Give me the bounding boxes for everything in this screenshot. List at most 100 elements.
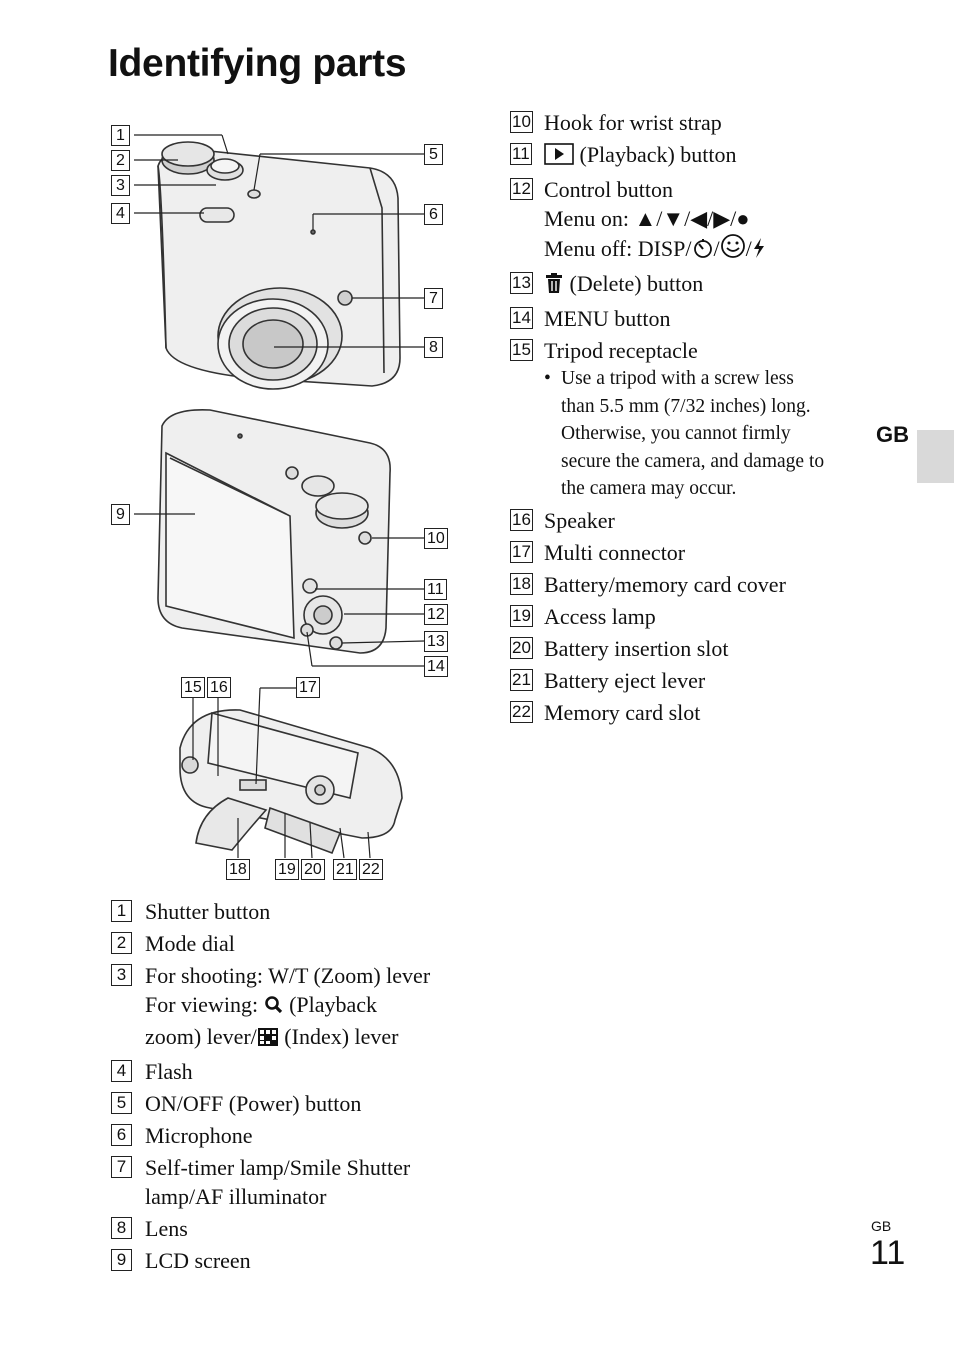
item-text-line: (Playback) button xyxy=(544,140,890,172)
separator: / xyxy=(745,236,752,261)
item-text: Battery eject lever xyxy=(544,667,706,693)
callout-12: 12 xyxy=(424,604,448,625)
item-number: 9 xyxy=(111,1249,132,1271)
item-number: 7 xyxy=(111,1156,132,1178)
list-item: 7 Self-timer lamp/Smile Shutter lamp/AF … xyxy=(111,1153,481,1211)
callout-1: 1 xyxy=(111,125,130,146)
index-grid-icon xyxy=(257,1025,279,1054)
parts-list-right: 10 Hook for wrist strap 11 (Playback) bu… xyxy=(510,105,890,727)
list-item: 22 Memory card slot xyxy=(510,698,890,727)
callout-13: 13 xyxy=(424,631,448,652)
note-line: the camera may occur. xyxy=(561,478,737,499)
list-item: 10 Hook for wrist strap xyxy=(510,108,890,137)
callout-9: 9 xyxy=(111,504,130,525)
list-item: 9 LCD screen xyxy=(111,1246,481,1275)
item-text: Battery/memory card cover xyxy=(544,571,786,597)
item-text-line: (Delete) button xyxy=(544,269,890,301)
item-number: 5 xyxy=(111,1092,132,1114)
callout-20: 20 xyxy=(301,859,325,880)
note-line: than 5.5 mm (7/32 inches) long. xyxy=(561,395,811,417)
magnifier-icon xyxy=(264,993,284,1022)
list-item: 3 For shooting: W/T (Zoom) lever For vie… xyxy=(111,961,481,1054)
callout-18: 18 xyxy=(226,859,250,880)
list-item: 15 Tripod receptacle Use a tripod with a… xyxy=(510,336,890,503)
item-text: Mode dial xyxy=(145,931,235,956)
callout-11: 11 xyxy=(424,579,447,600)
item-number: 17 xyxy=(510,540,533,563)
callout-21: 21 xyxy=(333,859,357,880)
item-text: Access lamp xyxy=(544,603,656,629)
item-number: 2 xyxy=(111,932,132,954)
item-number: 4 xyxy=(111,1060,132,1082)
note-bullet: Use a tripod with a screw less than 5.5 … xyxy=(544,365,890,503)
list-item: 21 Battery eject lever xyxy=(510,666,890,695)
list-item: 16 Speaker xyxy=(510,506,890,535)
callout-10: 10 xyxy=(424,528,448,549)
item-text: Flash xyxy=(145,1059,193,1084)
item-number: 18 xyxy=(510,572,533,595)
item-text: For shooting: W/T (Zoom) lever xyxy=(145,963,431,988)
self-timer-icon xyxy=(692,237,714,266)
footer-language: GB xyxy=(871,1218,892,1234)
callout-14: 14 xyxy=(424,656,448,677)
smile-icon xyxy=(720,233,746,266)
item-number: 14 xyxy=(510,307,533,329)
callout-15: 15 xyxy=(181,677,205,698)
camera-illustration xyxy=(134,134,425,859)
item-number: 12 xyxy=(510,178,533,200)
item-text: Microphone xyxy=(145,1123,253,1148)
note-line: Use a tripod with a screw less xyxy=(561,368,794,389)
item-number: 1 xyxy=(111,900,132,922)
camera-parts-figure: 1 2 3 4 5 6 7 8 9 10 11 12 13 14 15 16 1… xyxy=(100,108,470,898)
item-number: 16 xyxy=(510,508,533,531)
list-item: 6 Microphone xyxy=(111,1121,481,1150)
item-text: Tripod receptacle xyxy=(544,338,698,363)
item-number: 6 xyxy=(111,1124,132,1146)
callout-16: 16 xyxy=(207,677,231,698)
zoom-lever-text: zoom) lever/ xyxy=(145,1024,257,1049)
item-text: Hook for wrist strap xyxy=(544,110,722,135)
callout-19: 19 xyxy=(275,859,299,880)
item-number: 15 xyxy=(510,339,533,361)
list-item: 2 Mode dial xyxy=(111,929,481,958)
trash-icon xyxy=(544,272,564,301)
callout-5: 5 xyxy=(424,144,443,165)
playback-icon xyxy=(544,143,574,172)
callout-6: 6 xyxy=(424,204,443,225)
list-item: 4 Flash xyxy=(111,1057,481,1086)
item-text: MENU button xyxy=(544,306,671,331)
item-text: Control button xyxy=(544,177,673,202)
item-text-index: zoom) lever/ (Index) lever xyxy=(145,1022,481,1054)
separator: / xyxy=(713,236,720,261)
item-number: 22 xyxy=(510,700,533,723)
callout-17: 17 xyxy=(296,677,320,698)
item-number: 3 xyxy=(111,964,132,986)
item-text: Speaker xyxy=(544,507,615,533)
item-text: Lens xyxy=(145,1216,188,1241)
index-lever-text: (Index) lever xyxy=(284,1024,399,1049)
list-item: 5 ON/OFF (Power) button xyxy=(111,1089,481,1118)
item-text: ON/OFF (Power) button xyxy=(145,1091,362,1116)
callout-4: 4 xyxy=(111,203,130,224)
viewing-prefix: For viewing: xyxy=(145,992,259,1017)
language-tab xyxy=(917,430,954,483)
list-item: 19 Access lamp xyxy=(510,602,890,631)
parts-list-left: 1 Shutter button 2 Mode dial 3 For shoot… xyxy=(111,894,481,1275)
item-text: LCD screen xyxy=(145,1248,251,1273)
item-number: 21 xyxy=(510,668,533,691)
item-number: 10 xyxy=(510,111,533,133)
item-text: Memory card slot xyxy=(544,699,701,725)
list-item: 14 MENU button xyxy=(510,304,890,333)
note-line: Otherwise, you cannot firmly xyxy=(561,423,791,444)
item-number: 19 xyxy=(510,604,533,627)
list-item: 17 Multi connector xyxy=(510,538,890,567)
list-item: 8 Lens xyxy=(111,1214,481,1243)
list-item: 20 Battery insertion slot xyxy=(510,634,890,663)
menu-off-line: Menu off: DISP/// xyxy=(544,233,890,266)
menu-on-text: Menu on: ▲/▼/◀/▶/● xyxy=(544,206,750,231)
item-number: 13 xyxy=(510,272,533,294)
page-title: Identifying parts xyxy=(108,42,407,85)
playback-zoom-text: (Playback xyxy=(289,992,378,1017)
list-item: 13 (Delete) button xyxy=(510,269,890,301)
item-text: (Playback) button xyxy=(579,142,737,167)
